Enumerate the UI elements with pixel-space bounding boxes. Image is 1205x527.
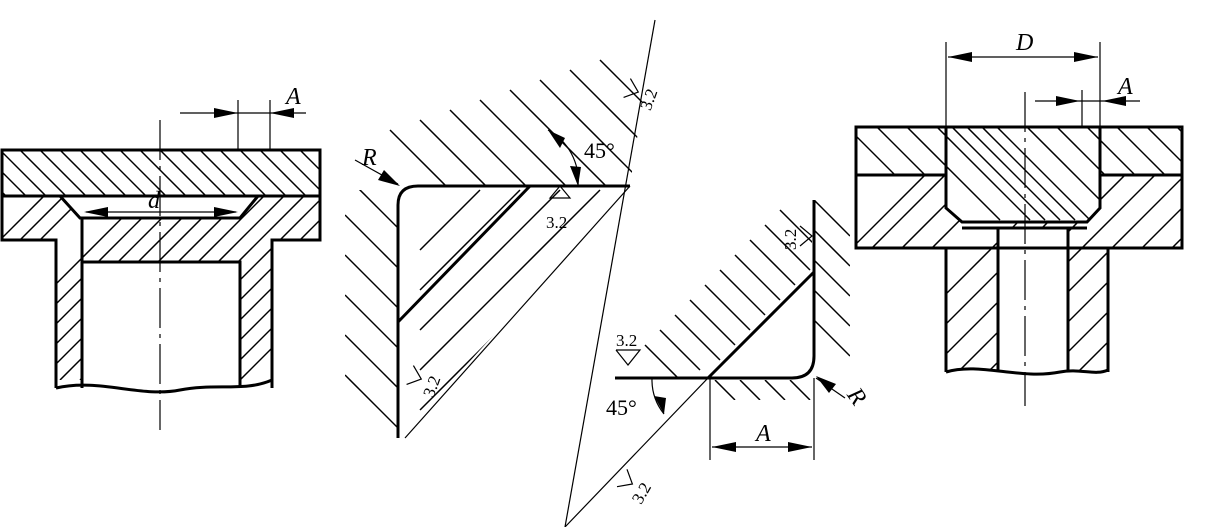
right-bottom-hatch — [856, 175, 1182, 370]
chamfer-line — [396, 184, 532, 324]
right-side-hatch — [814, 200, 850, 357]
svg-text:3.2: 3.2 — [636, 86, 661, 112]
break-line — [55, 378, 273, 394]
label-D: D — [1015, 30, 1033, 56]
right-wall-outline — [270, 196, 322, 388]
finish-symbol-top — [548, 185, 572, 199]
finish-symbol-bottom-2: 3.2 — [616, 469, 655, 507]
svg-text:3.2: 3.2 — [781, 229, 800, 250]
label-A3: A — [1116, 74, 1133, 100]
label-45-2: 45° — [606, 395, 637, 420]
corner-profile — [396, 184, 630, 438]
chamfer-line-2 — [706, 270, 816, 380]
chamfer-outline — [58, 194, 260, 220]
label-R2: R — [841, 382, 871, 410]
diagonal-hatch — [644, 209, 812, 378]
top-flange-hatch — [2, 150, 320, 196]
label-45: 45° — [584, 138, 615, 163]
label-A: A — [284, 84, 301, 110]
svg-text:3.2: 3.2 — [419, 373, 444, 399]
left-wall-outline — [0, 196, 58, 388]
left-hatch — [345, 190, 398, 431]
label-A2: A — [754, 421, 771, 447]
right-break-line — [945, 367, 1109, 376]
lower-hatch — [419, 189, 630, 411]
finish-symbol-top-2: 3.2 — [781, 225, 813, 250]
finish-symbol-left-2: 3.2 — [615, 331, 642, 366]
slope-line — [404, 185, 631, 439]
left-bushing-figure: A d — [0, 84, 322, 430]
bore-outline — [80, 260, 242, 388]
svg-text:3.2: 3.2 — [616, 331, 637, 350]
middle-chamfer-figure: R 45° 3.2 3.2 3.2 — [345, 19, 661, 527]
bottom-hatch — [714, 380, 811, 400]
right-middle-chamfer-figure: A 45° R 3.2 3.2 3.2 — [564, 200, 871, 527]
label-R: R — [361, 145, 377, 171]
label-d: d — [148, 188, 161, 214]
right-bushing-figure: D A — [854, 30, 1184, 406]
corner-profile-2 — [615, 200, 816, 380]
finish-symbol-slope: 3.2 — [623, 78, 661, 113]
right-plate-outline — [854, 125, 1184, 250]
finish-symbol-left: 3.2 — [406, 365, 444, 400]
svg-text:3.2: 3.2 — [546, 213, 567, 232]
top-flange-outline — [0, 148, 322, 198]
upper-hatch — [389, 59, 655, 185]
